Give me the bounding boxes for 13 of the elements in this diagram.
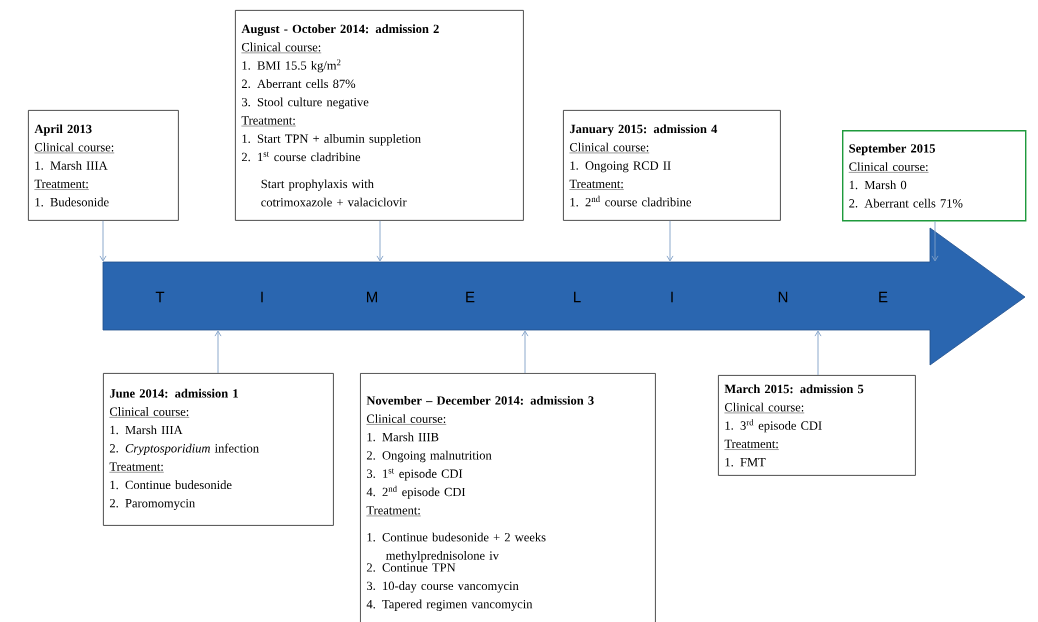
- event-box: March 2015: admission 5 Clinical course: 1. 3$^{rd}$ episode CDI Treatment: 1. FMT: [718, 375, 916, 476]
- arrow: [99, 220, 107, 262]
- arrow: [521, 330, 529, 374]
- event-box: September 2015 Clinical course: 1. Marsh 0 2. Aberrant cells 71%: [842, 130, 1027, 222]
- arrow: [214, 330, 222, 374]
- event-box: January 2015: admission 4 Clinical course: 1. Ongoing RCD II Treatment: 1. 2$^{nd}$ course cladribine: [563, 110, 781, 221]
- event-box: June 2014: admission 1 Clinical course: 1. Marsh IIIA 2. Cryptosporidium infection Treatment: 1. Continue budesonide 2. Paromomycin: [103, 373, 334, 526]
- arrow: [376, 220, 384, 262]
- event-box: August - October 2014: admission 2 Clinical course: 1. BMI 15.5 kg/m$^{2}$ 2. Aberrant cells 87% 3. Stool culture negative Treatment: 1. Start TPN + albumin suppletion 2. 1$^{st}$ course cladribine Start prophylaxis with cotrimoxazole + valaciclovir: [235, 10, 524, 221]
- event-box: April 2013 Clinical course: 1. Marsh IIIA Treatment: 1. Budesonide: [28, 110, 179, 221]
- arrow: [814, 330, 822, 376]
- arrow: [666, 220, 674, 262]
- event-box: November – December 2014: admission 3 Clinical course: 1. Marsh IIIB 2. Ongoing malnutrition 3. 1$^{st}$ episode CDI 4. 2$^{nd}$ episode CDI Treatment: 1. Continue budesonide + 2 weeks methylprednisolone iv 2. Continue TPN 3. 10-day course vancomycin 4. Tapered regimen vancomycin: [360, 373, 656, 622]
